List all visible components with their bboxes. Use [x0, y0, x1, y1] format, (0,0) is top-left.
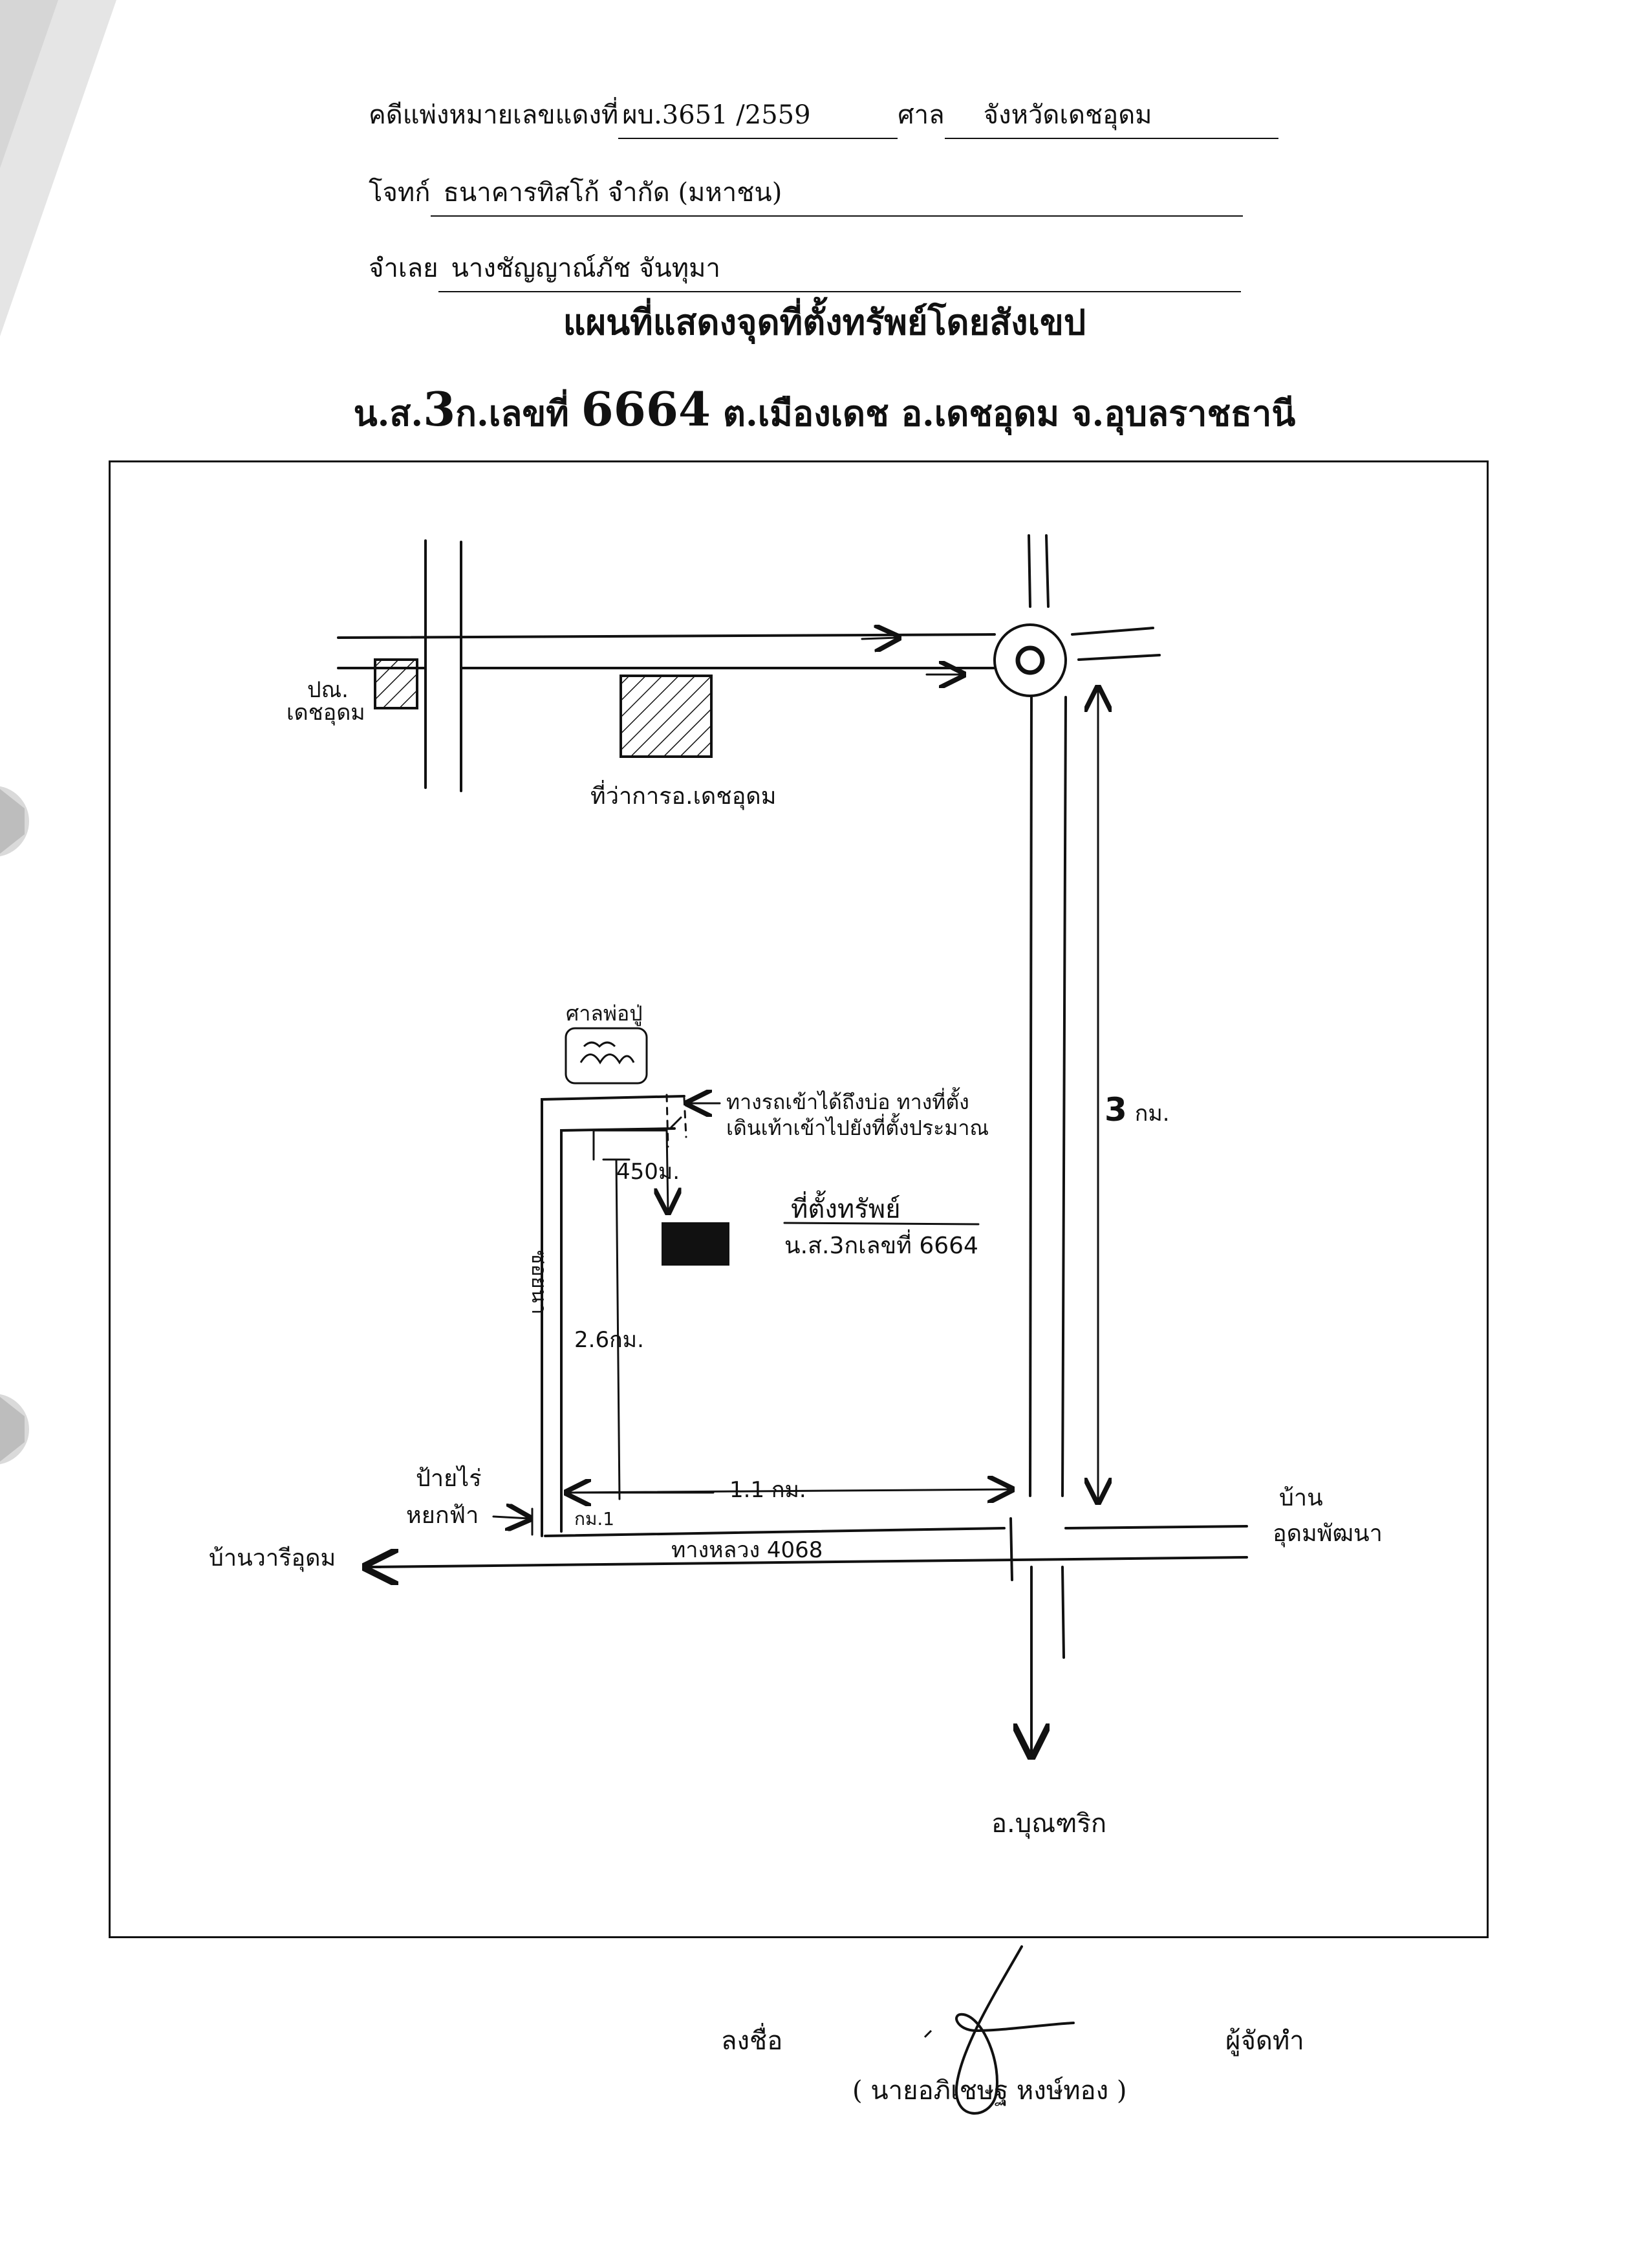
- case-number: ผบ.3651 /2559: [618, 94, 898, 139]
- police-station-label-1: ปณ.: [307, 677, 349, 703]
- shrine-icon: [565, 1027, 648, 1085]
- page-title: แผนที่แสดงจุดที่ตั้งทรัพย์โดยสังเขป: [563, 301, 1086, 343]
- distance-1-1km: 1.1 กม.: [729, 1477, 806, 1503]
- east-destination-label-2: อุดมพัฒนา: [1273, 1520, 1383, 1548]
- court-name: จังหวัดเดชอุดม: [944, 94, 1278, 139]
- path-note-line-2: เดินเท้าเข้าไปยังที่ตั้งประมาณ: [726, 1113, 989, 1140]
- roundabout: [993, 623, 1067, 697]
- km-marker-label: กม.1: [574, 1508, 614, 1529]
- shrine-label: ศาลพ่อปู่: [566, 1001, 643, 1026]
- lane-outer: [541, 1095, 685, 1537]
- path-note-line-1: ทางรถเข้าได้ถึงบ่อ ทางที่ตั้ง: [726, 1087, 969, 1114]
- distance-3-unit: กม.: [1135, 1101, 1170, 1127]
- property-deed-label: น.ส.3กเลขที่ 6664: [784, 1229, 978, 1259]
- location-map: ปณ. เดชอุดม ที่ว่าการอ.เดชอุดม ศาลพ่อปู่…: [109, 460, 1489, 1938]
- district-office-label: ที่ว่าการอ.เดชอุดม: [590, 780, 776, 810]
- page-subtitle: น.ส.3ก.เลขที่ 6664 ต.เมืองเดช อ.เดชอุดม …: [0, 382, 1649, 441]
- defendant-name: นางชัญญาณ์ภัช จันทุมา: [438, 247, 1241, 292]
- main-road-east-edge: [1061, 696, 1067, 1497]
- subtitle-doc-type: 3: [423, 382, 456, 437]
- property-label: ที่ตั้งทรัพย์: [791, 1190, 901, 1224]
- distance-3km: 3 กม.: [1105, 1091, 1170, 1129]
- preparer-role-label: ผู้จัดทำ: [1225, 2026, 1304, 2056]
- plaintiff-row: โจทก์ธนาคารทิสโก้ จำกัด (มหาชน): [369, 171, 1243, 217]
- highway-north-edge: [544, 1527, 1006, 1537]
- police-station-label-2: เดชอุดม: [286, 700, 365, 726]
- south-destination-label: อ.บุณฑริก: [991, 1809, 1106, 1839]
- east-destination-label-1: บ้าน: [1279, 1485, 1323, 1511]
- case-label: คดีแพ่งหมายเลขแดงที่: [369, 100, 619, 130]
- main-road-west-edge: [1029, 696, 1033, 1497]
- subtitle-mid: ก.เลขที่: [455, 393, 569, 434]
- sign-label: ลงชื่อ: [721, 2026, 783, 2056]
- sign-post-label-2: หยกฟ้า: [406, 1502, 479, 1529]
- deed-number: 6664: [581, 382, 711, 437]
- district-office-building: [620, 675, 713, 758]
- subtitle-prefix: น.ส.: [353, 393, 424, 434]
- signature-icon: [923, 1945, 1075, 2115]
- plaintiff-name: ธนาคารทิสโก้ จำกัด (มหาชน): [430, 171, 1243, 217]
- property-marker: [662, 1222, 729, 1266]
- post-office-building: [374, 658, 418, 709]
- highway-label: ทางหลวง 4068: [671, 1537, 823, 1563]
- highway-south-edge: [372, 1556, 1248, 1568]
- map-drawing: ปณ. เดชอุดม ที่ว่าการอ.เดชอุดม ศาลพ่อปู่…: [209, 534, 1383, 1839]
- distance-3-value: 3: [1105, 1091, 1127, 1129]
- plaintiff-label: โจทก์: [369, 178, 431, 208]
- lane-label: ซอยนา: [527, 1250, 552, 1315]
- defendant-label: จำเลย: [369, 254, 438, 283]
- court-label: ศาล: [898, 100, 945, 130]
- sign-post-label-1: ป้ายไร่: [416, 1465, 482, 1492]
- preparer-name: ( นายอภิเชษฐ หงษ์ทอง ): [852, 2076, 1127, 2106]
- distance-2-6km: 2.6กม.: [574, 1327, 644, 1353]
- lane-inner: [560, 1127, 676, 1533]
- distance-450m: 450ม.: [616, 1159, 680, 1185]
- subtitle-location: ต.เมืองเดช อ.เดชอุดม จ.อุบลราชธานี: [722, 393, 1296, 434]
- defendant-row: จำเลยนางชัญญาณ์ภัช จันทุมา: [369, 247, 1241, 292]
- west-destination-label: บ้านวารีอุดม: [209, 1545, 336, 1572]
